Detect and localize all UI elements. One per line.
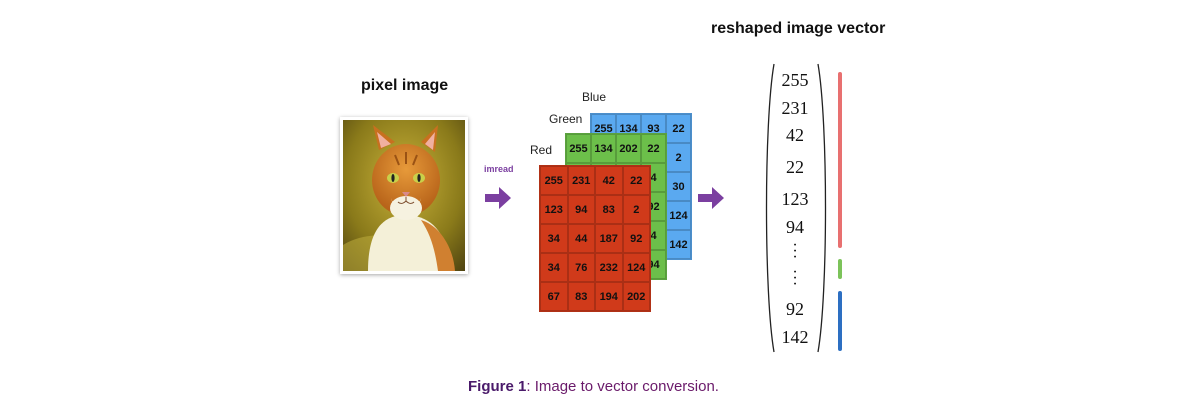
pixel-image-title: pixel image	[361, 77, 449, 94]
vector-entry: 22	[786, 157, 804, 177]
vector-entry: 42	[786, 125, 804, 145]
vector-entry: 92	[786, 299, 804, 319]
red-pixel-cell: 123	[540, 195, 568, 224]
red-pixel-cell: 255	[540, 166, 568, 195]
right-arrow-icon	[485, 187, 511, 209]
red-pixel-cell: 2	[622, 195, 650, 224]
red-pixel-cell: 92	[622, 224, 650, 253]
red-pixel-cell: 124	[622, 253, 650, 282]
red-pixel-cell: 76	[567, 253, 595, 282]
vector-entry: 231	[781, 98, 809, 118]
red-pixel-cell: 42	[595, 166, 623, 195]
red-channel-label: Red	[530, 143, 553, 157]
figure-caption: Figure 1: Image to vector conversion.	[0, 378, 1187, 395]
caption-label: Figure 1	[468, 378, 527, 395]
cat-photo	[340, 117, 468, 274]
green-channel-label: Green	[549, 112, 583, 126]
red-pixel-cell: 202	[622, 282, 650, 311]
green-pixel-cell: 255	[566, 134, 591, 163]
blue-pixel-cell: 124	[666, 201, 691, 230]
imread-label: imread	[484, 164, 514, 174]
blue-channel-label: Blue	[582, 90, 607, 104]
green-pixel-cell: 134	[591, 134, 616, 163]
green-channel-bar	[838, 259, 842, 279]
vertical-ellipsis: ···	[792, 264, 798, 293]
blue-pixel-cell: 2	[666, 143, 691, 172]
red-pixel-cell: 44	[567, 224, 595, 253]
vector-entry: 142	[781, 327, 809, 347]
left-paren	[765, 63, 775, 353]
right-paren	[817, 63, 827, 353]
red-pixel-cell: 187	[595, 224, 623, 253]
blue-pixel-cell: 30	[666, 172, 691, 201]
red-pixel-cell: 231	[567, 166, 595, 195]
vertical-ellipsis: ···	[792, 237, 798, 266]
red-pixel-cell: 34	[540, 253, 568, 282]
vector-entry: 123	[781, 189, 809, 209]
blue-channel-bar	[838, 291, 842, 351]
green-pixel-cell: 202	[616, 134, 641, 163]
green-pixel-cell: 22	[641, 134, 666, 163]
vector-entry: 94	[786, 217, 804, 237]
caption-text: : Image to vector conversion.	[526, 378, 719, 395]
red-pixel-cell: 83	[595, 195, 623, 224]
blue-pixel-cell: 22	[666, 114, 691, 143]
red-pixel-cell: 232	[595, 253, 623, 282]
red-pixel-cell: 94	[567, 195, 595, 224]
red-pixel-cell: 194	[595, 282, 623, 311]
red-pixel-cell: 34	[540, 224, 568, 253]
vector-entry: 255	[781, 70, 809, 90]
right-arrow-icon	[698, 187, 724, 209]
red-channel-bar	[838, 72, 842, 248]
red-pixel-cell: 22	[622, 166, 650, 195]
red-pixel-cell: 83	[567, 282, 595, 311]
red-pixel-cell: 67	[540, 282, 568, 311]
vector-title: reshaped image vector	[711, 20, 886, 37]
blue-pixel-cell: 142	[666, 230, 691, 259]
